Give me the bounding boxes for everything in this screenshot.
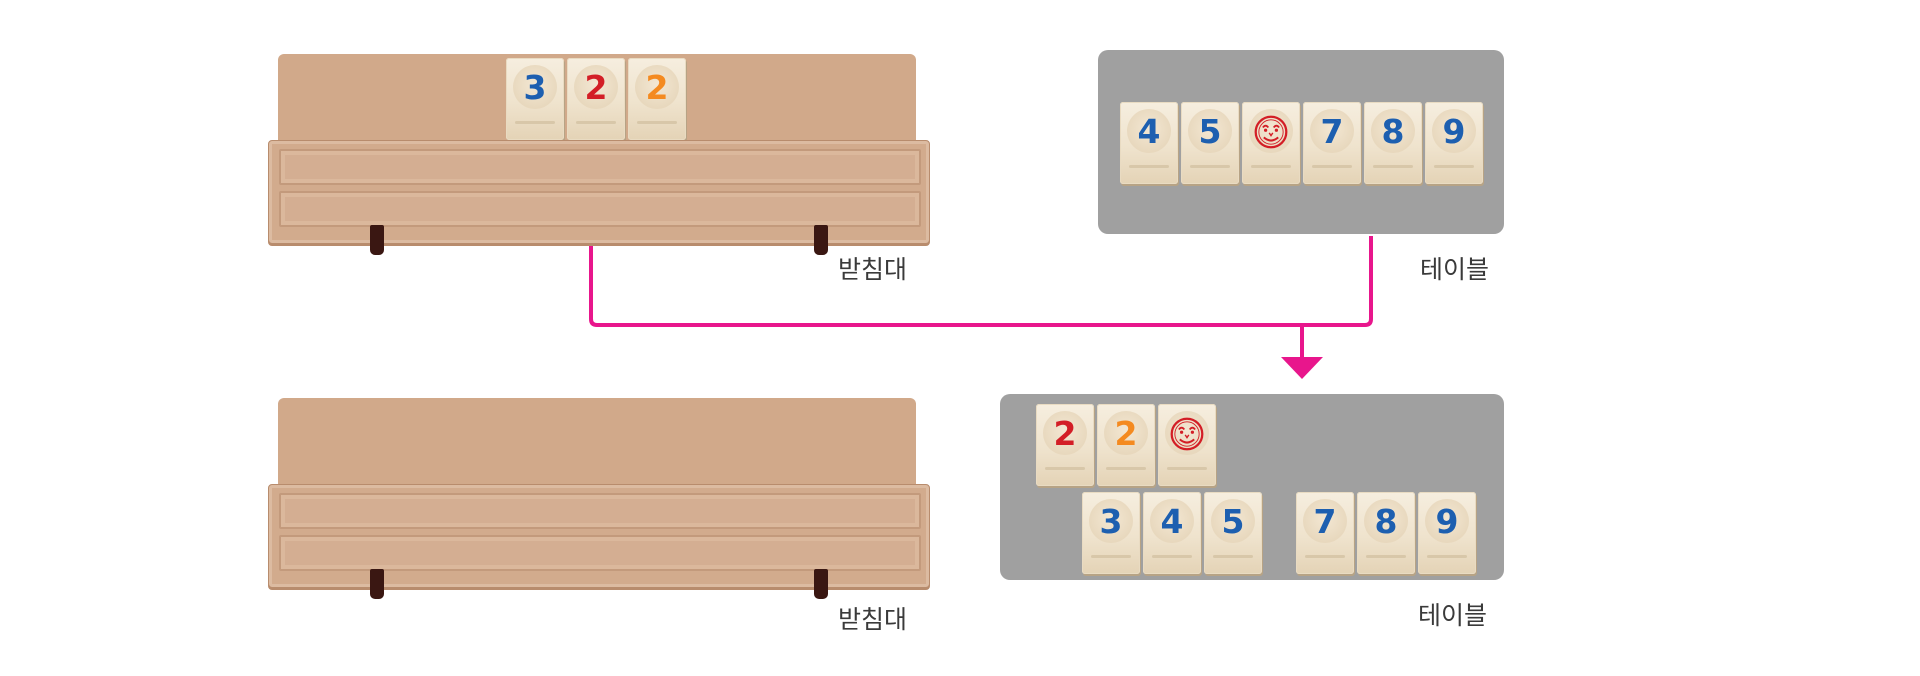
tile-number: 5 — [1221, 502, 1245, 541]
tile-disc — [1089, 499, 1133, 543]
tile-number: 9 — [1435, 502, 1459, 541]
tile-disc — [574, 65, 618, 109]
tile-disc — [1310, 109, 1354, 153]
number-tile: 5 — [1204, 492, 1262, 574]
bottom-table-label: 테이블 — [1418, 601, 1488, 630]
tile-disc — [1104, 411, 1148, 455]
number-tile: 8 — [1364, 102, 1422, 184]
tile-number: 2 — [645, 68, 669, 107]
tile-disc — [1432, 109, 1476, 153]
number-tile: 2 — [628, 58, 686, 140]
tile-brand-mark — [576, 121, 616, 124]
number-tile: 4 — [1143, 492, 1201, 574]
joker-icon — [1170, 417, 1204, 451]
rack-front — [268, 484, 930, 588]
joker-icon — [1254, 115, 1288, 149]
tile-disc — [1364, 499, 1408, 543]
tile-number: 7 — [1313, 502, 1337, 541]
tile-brand-mark — [1045, 467, 1085, 470]
number-tile: 7 — [1303, 102, 1361, 184]
tile-number: 4 — [1137, 112, 1161, 151]
tile-brand-mark — [515, 121, 555, 124]
number-tile: 7 — [1296, 492, 1354, 574]
top-rack-label: 받침대 — [838, 255, 908, 284]
rack-foot — [370, 569, 384, 599]
tile-number: 2 — [1114, 414, 1138, 453]
tile-brand-mark — [1434, 165, 1474, 168]
tile-disc — [1043, 411, 1087, 455]
tile-number: 2 — [584, 68, 608, 107]
number-tile: 4 — [1120, 102, 1178, 184]
tile-disc — [635, 65, 679, 109]
tile-brand-mark — [1305, 555, 1345, 558]
tile-disc — [1188, 109, 1232, 153]
tile-disc — [1150, 499, 1194, 543]
number-tile: 3 — [506, 58, 564, 140]
tile-disc — [513, 65, 557, 109]
rack-foot — [370, 225, 384, 255]
tile-disc — [1211, 499, 1255, 543]
tile-brand-mark — [1366, 555, 1406, 558]
tile-disc — [1425, 499, 1469, 543]
tile-brand-mark — [1251, 165, 1291, 168]
rack-groove — [279, 493, 921, 529]
tile-number: 5 — [1198, 112, 1222, 151]
tile-brand-mark — [637, 121, 677, 124]
rack-groove — [279, 191, 921, 227]
tile-brand-mark — [1190, 165, 1230, 168]
tile-number: 3 — [523, 68, 547, 107]
tile-brand-mark — [1167, 467, 1207, 470]
tile-brand-mark — [1129, 165, 1169, 168]
rack-foot — [814, 569, 828, 599]
tile-number: 7 — [1320, 112, 1344, 151]
tile-number: 9 — [1442, 112, 1466, 151]
tile-brand-mark — [1091, 555, 1131, 558]
rack-groove — [279, 535, 921, 571]
rack-front — [268, 140, 930, 244]
tile-disc — [1371, 109, 1415, 153]
tile-brand-mark — [1312, 165, 1352, 168]
number-tile: 9 — [1425, 102, 1483, 184]
rack-back — [278, 398, 916, 493]
number-tile: 2 — [1036, 404, 1094, 486]
tile-number: 2 — [1053, 414, 1077, 453]
tile-brand-mark — [1106, 467, 1146, 470]
connector-line — [589, 236, 1373, 327]
connector-arrowhead — [1281, 357, 1323, 379]
top-table-label: 테이블 — [1420, 255, 1490, 284]
number-tile: 2 — [1097, 404, 1155, 486]
rack-foot — [814, 225, 828, 255]
tile-disc — [1303, 499, 1347, 543]
bottom-rack — [268, 398, 930, 599]
number-tile: 2 — [567, 58, 625, 140]
joker-tile — [1158, 404, 1216, 486]
tile-brand-mark — [1427, 555, 1467, 558]
tile-brand-mark — [1213, 555, 1253, 558]
number-tile: 3 — [1082, 492, 1140, 574]
rack-groove — [279, 149, 921, 185]
tile-number: 8 — [1374, 502, 1398, 541]
tile-brand-mark — [1152, 555, 1192, 558]
tile-number: 8 — [1381, 112, 1405, 151]
number-tile: 8 — [1357, 492, 1415, 574]
tile-number: 3 — [1099, 502, 1123, 541]
tile-brand-mark — [1373, 165, 1413, 168]
tile-number: 4 — [1160, 502, 1184, 541]
joker-tile — [1242, 102, 1300, 184]
bottom-rack-label: 받침대 — [838, 605, 908, 634]
number-tile: 5 — [1181, 102, 1239, 184]
number-tile: 9 — [1418, 492, 1476, 574]
tile-disc — [1127, 109, 1171, 153]
